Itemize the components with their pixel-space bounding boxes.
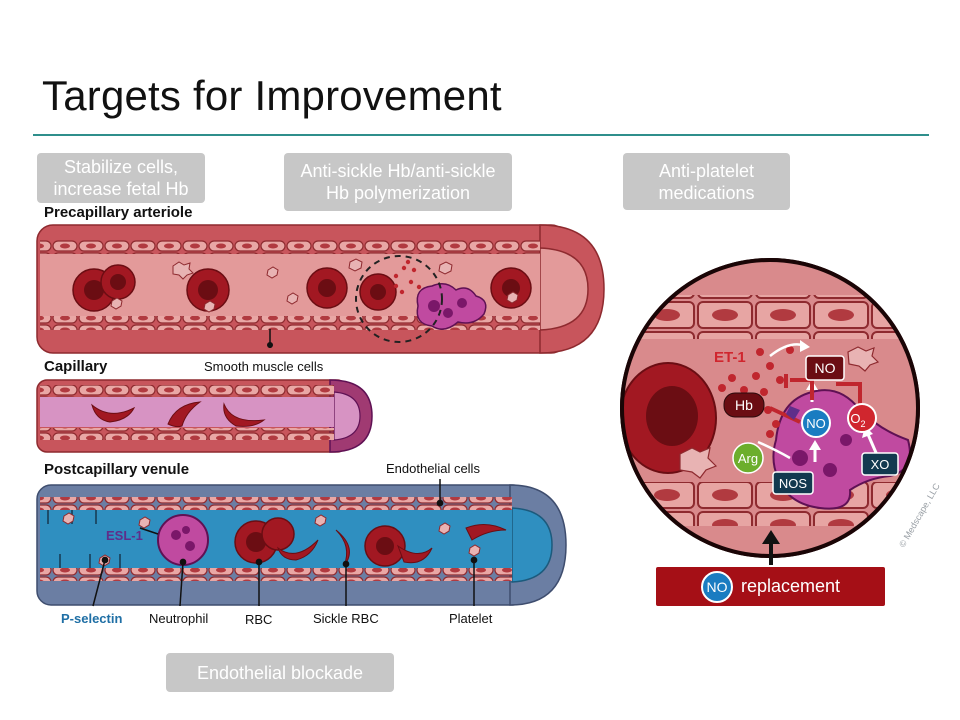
nos-text: NOS <box>779 476 808 491</box>
title-divider <box>33 134 929 136</box>
no-mid-text: NO <box>806 416 826 431</box>
no-replacement-badge: NO <box>700 570 733 603</box>
neutrophil-label: Neutrophil <box>149 611 209 626</box>
svg-text:O2: O2 <box>850 411 865 429</box>
sickle-rbc-label: Sickle RBC <box>313 611 379 626</box>
o2-badge: O2 <box>847 403 877 433</box>
activated-neutrophil <box>416 283 487 330</box>
inset-focus-circle <box>355 255 443 343</box>
hb-text: Hb <box>735 397 753 413</box>
o2-text: O <box>850 411 860 426</box>
stabilize-cells-text: Stabilize cells, increase fetal Hb <box>53 157 189 199</box>
no-top-text: NO <box>815 360 836 376</box>
endothelial-blockade-box: Endothelial blockade <box>166 653 394 692</box>
stabilize-cells-box: Stabilize cells, increase fetal Hb <box>37 153 205 203</box>
smooth-muscle-label: Smooth muscle cells <box>204 359 324 374</box>
venule-pointers <box>92 479 478 607</box>
no-replacement-box: NO replacement <box>656 567 885 606</box>
venule-platelets <box>62 512 481 567</box>
anti-sickle-box: Anti-sickle Hb/anti-sickle Hb polymeriza… <box>284 153 512 211</box>
hb-badge: Hb <box>723 392 765 418</box>
esl1-label: ESL-1 <box>106 528 143 543</box>
p-selectin-label: P-selectin <box>61 611 123 626</box>
venule-rbcs <box>234 517 406 567</box>
no-top-badge: NO <box>805 355 845 381</box>
no-mid-badge: NO <box>801 408 831 438</box>
capillary-vessel <box>36 379 373 453</box>
replacement-arrow <box>762 530 780 565</box>
nos-badge: NOS <box>772 471 814 495</box>
medscape-watermark: © Medscape, LLC <box>897 481 942 549</box>
capillary-sickle-rbcs <box>91 401 266 428</box>
capillary-label: Capillary <box>44 358 108 375</box>
esl1-arrow <box>139 527 159 535</box>
o2-subscript: 2 <box>861 419 866 429</box>
postcapillary-label: Postcapillary venule <box>44 461 190 478</box>
venule-sickle-rbcs <box>277 524 507 567</box>
no-replacement-text: replacement <box>740 576 841 596</box>
anti-platelet-text: Anti-platelet medications <box>658 160 755 203</box>
arg-badge: Arg <box>732 442 764 474</box>
precapillary-platelets <box>110 258 519 313</box>
platelet-label: Platelet <box>449 611 493 626</box>
postcapillary-vessel <box>36 484 567 606</box>
xo-text: XO <box>871 457 890 472</box>
anti-sickle-text: Anti-sickle Hb/anti-sickle Hb polymeriza… <box>300 161 496 203</box>
anti-platelet-box: Anti-platelet medications <box>623 153 790 210</box>
arg-text: Arg <box>738 451 758 466</box>
et1-label: ET-1 <box>714 349 746 366</box>
endothelial-blockade-text: Endothelial blockade <box>196 662 364 683</box>
rbc-label: RBC <box>245 612 273 627</box>
inset-magnified-view <box>620 258 920 558</box>
precapillary-label: Precapillary arteriole <box>44 204 193 221</box>
xo-badge: XO <box>861 452 899 476</box>
et1-label-group: ET-1 <box>714 349 746 366</box>
page-title: Targets for Improvement <box>42 72 502 119</box>
hb-release-dots <box>393 259 422 295</box>
venule-neutrophil <box>157 514 209 566</box>
precapillary-rbcs <box>72 264 532 312</box>
endothelial-cells-label: Endothelial cells <box>386 461 480 476</box>
